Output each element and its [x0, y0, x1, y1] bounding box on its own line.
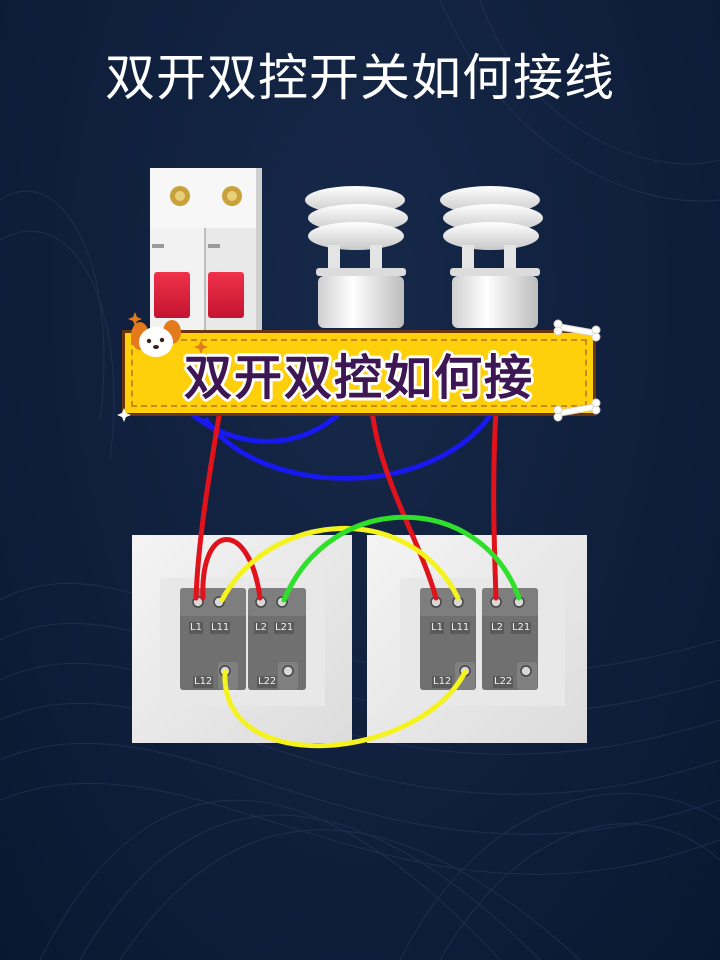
banner-dashed-border	[131, 339, 587, 407]
traveler-wire-green	[281, 514, 522, 603]
lamp-2	[440, 186, 543, 328]
neutral-wires	[183, 406, 498, 481]
sparkle-icon	[128, 312, 142, 326]
switch-left	[132, 535, 352, 743]
terminal-label: L12	[193, 676, 214, 688]
traveler-wires-yellow	[219, 525, 468, 749]
live-wires	[193, 407, 499, 601]
sparkle-icon	[194, 340, 208, 354]
circuit-breaker	[150, 168, 262, 333]
sparkle-icon	[117, 408, 131, 422]
terminal-label: L22	[257, 676, 278, 688]
switch-right	[367, 535, 587, 743]
terminal-label: L12	[432, 676, 453, 688]
banner-text: 双开双控如何接	[183, 350, 534, 406]
terminal-label: L21	[511, 622, 532, 634]
terminal-label: L22	[493, 676, 514, 688]
lamp-1	[305, 186, 408, 328]
terminal-label: L2	[490, 622, 504, 634]
terminal-label: L21	[274, 622, 295, 634]
terminal-label: L2	[254, 622, 268, 634]
bone-icon	[553, 398, 601, 422]
title-banner: 双开双控如何接	[122, 330, 596, 416]
terminal-label: L11	[450, 622, 471, 634]
terminal-label: L1	[430, 622, 444, 634]
page-title: 双开双控开关如何接线	[105, 49, 615, 107]
bone-icon	[553, 319, 601, 342]
dog-mascot-icon	[131, 320, 181, 357]
terminal-label: L1	[189, 622, 203, 634]
terminal-label: L11	[210, 622, 231, 634]
